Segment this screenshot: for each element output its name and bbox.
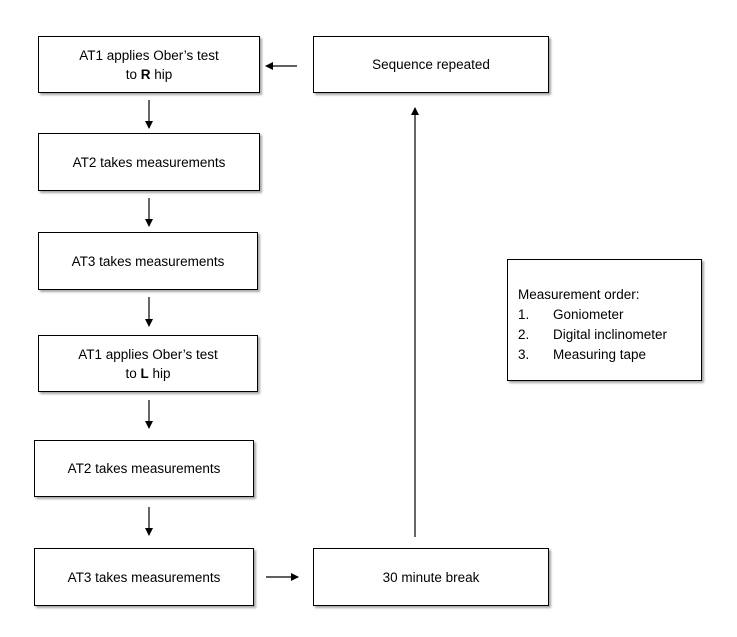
step-at1-right-hip-suffix: hip bbox=[150, 66, 173, 82]
step-sequence-repeated-label: Sequence repeated bbox=[372, 57, 490, 72]
legend-item-number: 2. bbox=[518, 327, 530, 342]
step-at1-right-hip-line1: AT1 applies Ober’s test bbox=[79, 47, 219, 63]
step-at1-left-hip-line1: AT1 applies Ober’s test bbox=[78, 346, 218, 362]
step-at1-left-hip-side: L bbox=[140, 365, 149, 381]
step-at3-measure-1: AT3 takes measurements bbox=[38, 232, 258, 290]
step-at1-left-hip-prefix: to bbox=[125, 365, 141, 381]
legend-item-number: 3. bbox=[518, 347, 530, 362]
step-at1-right-hip: AT1 applies Ober’s test to R hip bbox=[38, 36, 260, 93]
step-at1-right-hip-prefix: to bbox=[125, 66, 141, 82]
step-sequence-repeated: Sequence repeated bbox=[313, 36, 549, 93]
step-at1-left-hip-suffix: hip bbox=[148, 365, 171, 381]
measurement-order-legend: Measurement order: 1. Goniometer 2. Digi… bbox=[507, 259, 702, 381]
step-break-label: 30 minute break bbox=[382, 569, 480, 585]
step-at3-measure-2-label: AT3 takes measurements bbox=[67, 569, 221, 585]
legend-item: 1. Goniometer bbox=[518, 305, 701, 325]
legend-item-label: Measuring tape bbox=[553, 347, 647, 362]
step-at3-measure-2: AT3 takes measurements bbox=[34, 548, 254, 606]
step-break: 30 minute break bbox=[313, 548, 549, 606]
step-at1-right-hip-side: R bbox=[140, 66, 151, 82]
legend-title: Measurement order: bbox=[518, 287, 640, 302]
step-at1-left-hip: AT1 applies Ober’s test to L hip bbox=[38, 335, 258, 392]
step-at2-measure-2: AT2 takes measurements bbox=[34, 440, 254, 497]
legend-item-label: Digital inclinometer bbox=[553, 327, 668, 342]
legend-item-number: 1. bbox=[518, 307, 530, 322]
step-at2-measure-1: AT2 takes measurements bbox=[38, 133, 260, 191]
legend-item: 3. Measuring tape bbox=[518, 345, 701, 365]
legend-item-label: Goniometer bbox=[553, 307, 624, 322]
step-at2-measure-2-label: AT2 takes measurements bbox=[67, 461, 221, 476]
step-at2-measure-1-label: AT2 takes measurements bbox=[72, 154, 226, 170]
legend-item: 2. Digital inclinometer bbox=[518, 325, 701, 345]
step-at3-measure-1-label: AT3 takes measurements bbox=[71, 253, 225, 269]
